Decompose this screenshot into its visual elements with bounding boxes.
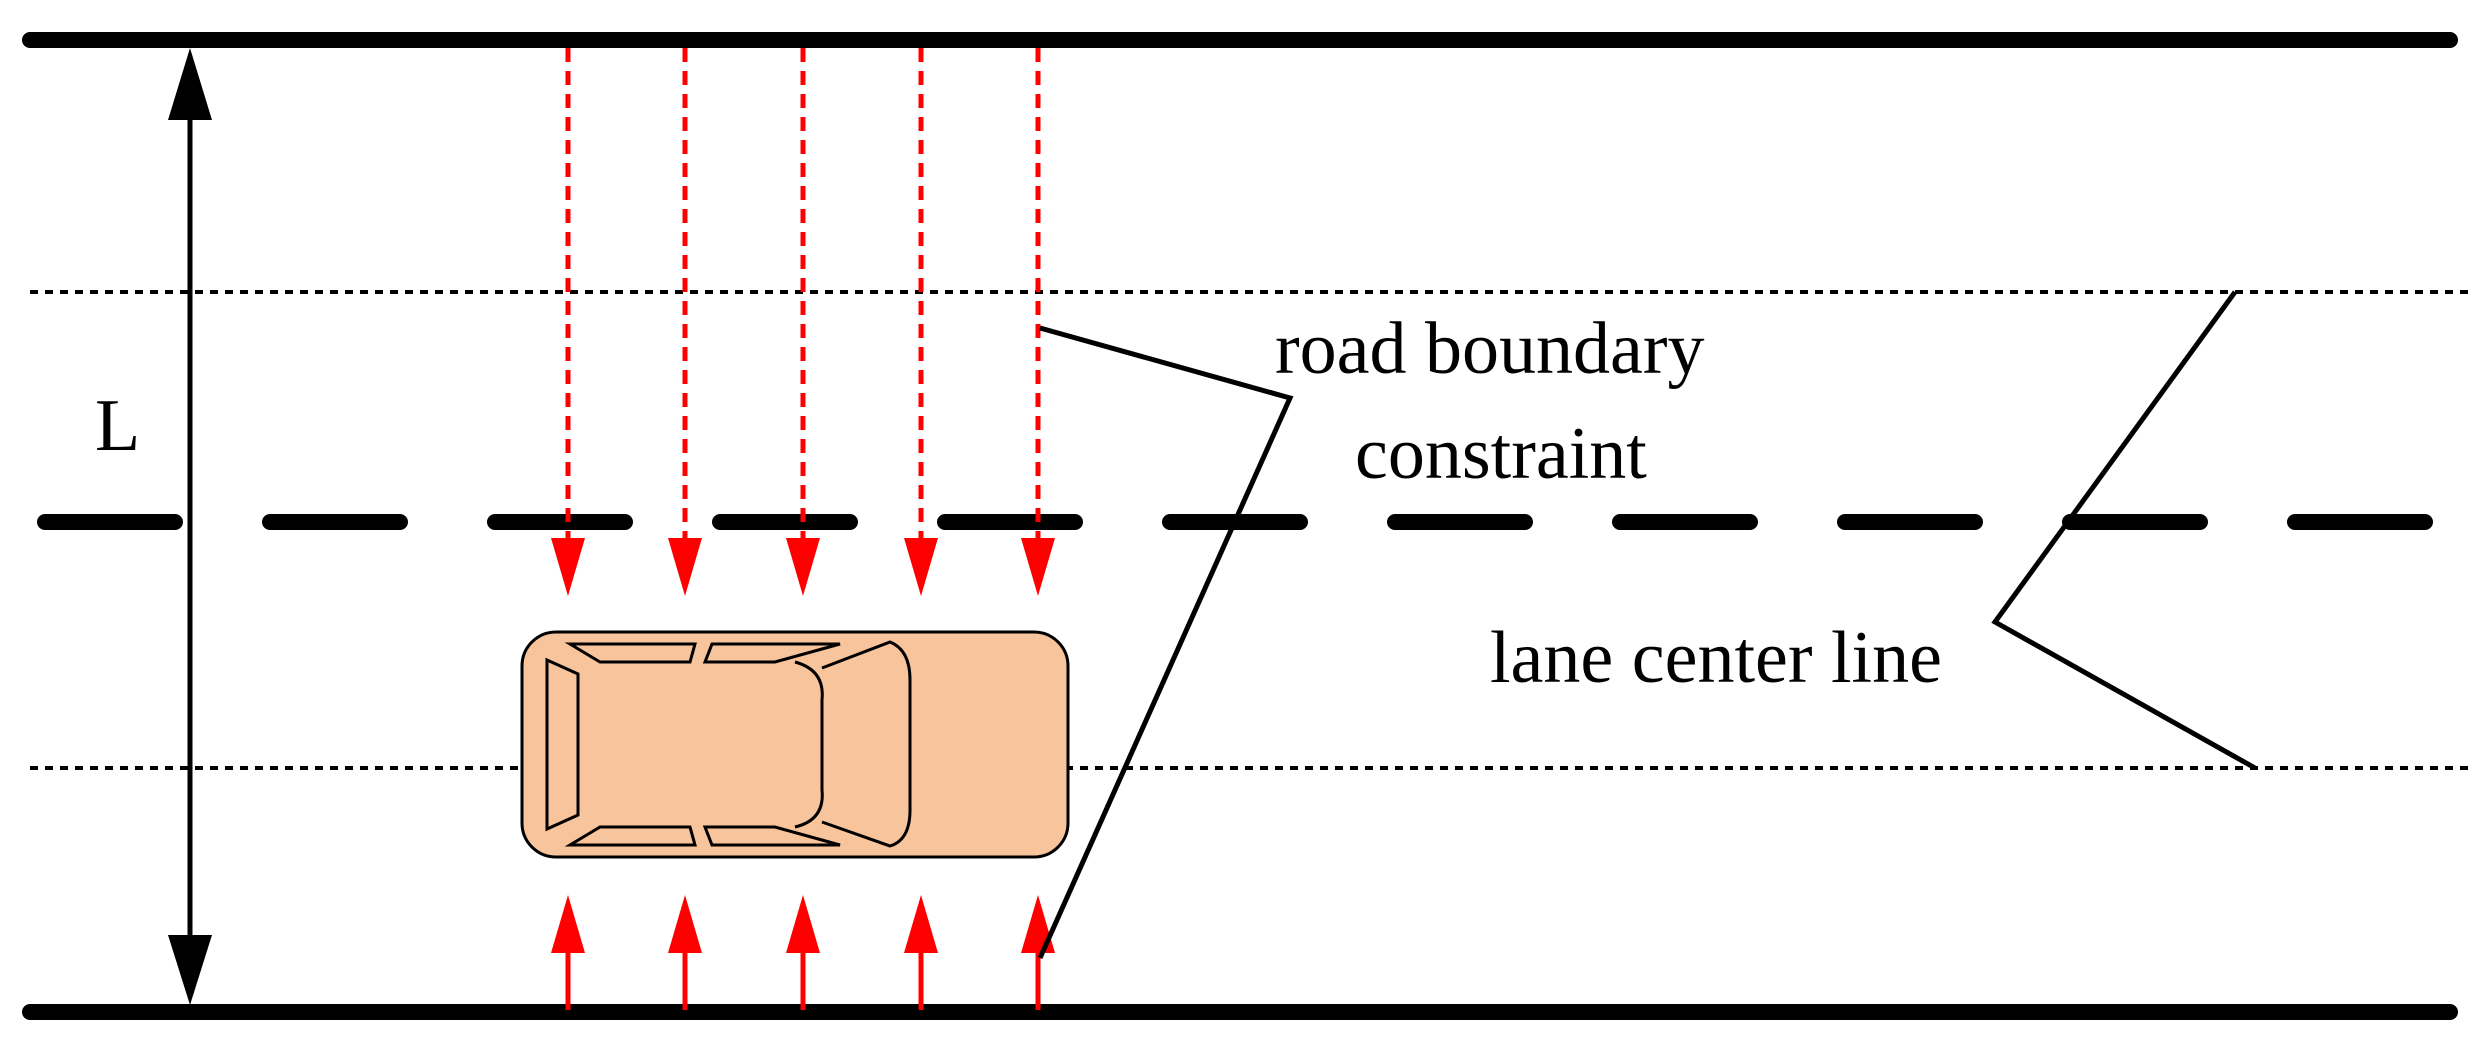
constraint-arrowhead-top-4 <box>904 538 938 596</box>
constraint-arrows <box>551 48 1055 1010</box>
constraint-arrowhead-top-5 <box>1021 538 1055 596</box>
constraint-arrowhead-bottom-2 <box>668 895 702 953</box>
car-side-window-top-rear <box>564 642 697 664</box>
constraint-arrowhead-top-2 <box>668 538 702 596</box>
width-arrow-head-top <box>168 48 212 120</box>
car-side-window-bottom-rear <box>564 825 697 847</box>
width-arrow-head-bottom <box>168 935 212 1005</box>
car-side-window-bottom-front <box>702 825 841 847</box>
center-line-label: lane center line <box>1490 617 1942 699</box>
boundary-label-line2: constraint <box>1355 413 1647 495</box>
car-windshield <box>821 640 912 848</box>
constraint-arrowhead-bottom-1 <box>551 895 585 953</box>
width-label: L <box>95 385 140 467</box>
constraint-arrowhead-top-3 <box>786 538 820 596</box>
center-line-leader-line <box>1991 290 2257 771</box>
boundary-label-line1: road boundary <box>1275 308 1704 390</box>
road-width-arrow <box>168 48 212 1005</box>
constraint-arrowhead-bottom-4 <box>904 895 938 953</box>
car-icon <box>520 630 1070 859</box>
constraint-arrowhead-bottom-5 <box>1021 895 1055 953</box>
constraint-arrowhead-top-1 <box>551 538 585 596</box>
car-side-window-top-front <box>702 642 841 664</box>
car-body <box>520 630 1070 859</box>
car-rear-window <box>545 657 580 832</box>
boundary-leader-line <box>1037 325 1294 960</box>
car-roof <box>794 660 824 829</box>
constraint-arrowhead-bottom-3 <box>786 895 820 953</box>
